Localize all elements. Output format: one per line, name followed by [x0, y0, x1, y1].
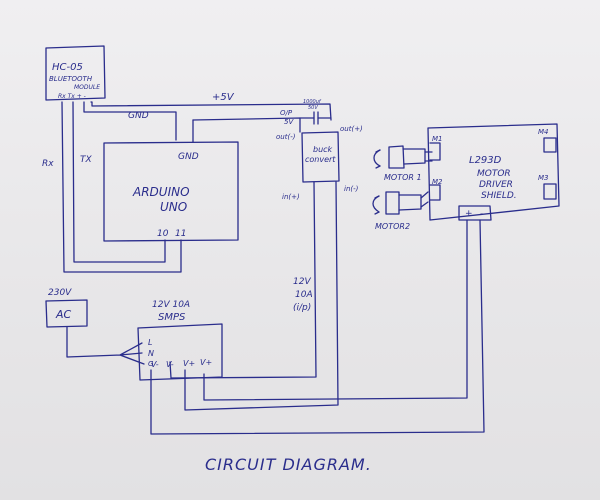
out-plus-label: out(+) [340, 125, 363, 133]
ac-source: 230V AC [45, 288, 145, 365]
hc05-label: HC-05 [52, 62, 83, 73]
convert-label: convert [305, 155, 336, 164]
bt-wires: Rx TX GND +5V [42, 92, 332, 273]
rx-label: Rx [42, 159, 54, 169]
a10-label: 10A [295, 290, 313, 300]
smps-rating-label: 12V 10A [152, 300, 190, 310]
m2-label: M2 [432, 178, 443, 186]
smps-l-label: L [148, 338, 152, 347]
smps-vplus2-label: V+ [200, 358, 212, 367]
power-wires: 12V 10A (i/p) [150, 181, 485, 435]
m4-label: M4 [538, 128, 549, 136]
smps-vplus1-label: V+ [183, 359, 195, 368]
in-minus-label: in(-) [344, 185, 359, 193]
buck-label: buck [313, 145, 333, 154]
hc05-pins-label: Rx Tx + - [58, 93, 86, 100]
driver-label: DRIVER [479, 180, 513, 190]
cap-label-2: 50V [308, 105, 318, 111]
arduino-gnd-label: GND [178, 152, 199, 162]
arduino-uno: ARDUINO UNO GND 10 11 [103, 141, 239, 242]
hc05-module: HC-05 BLUETOOTH MODULE Rx Tx + - [45, 45, 106, 101]
capacitor: 1000uf 50V [299, 99, 332, 125]
op-label: O/P [280, 109, 293, 117]
tx-label: TX [80, 155, 92, 165]
cap-label: 1000uf [303, 99, 322, 105]
out-minus-label: out(-) [276, 133, 296, 141]
in-plus-label: in(+) [282, 193, 300, 201]
motor-word-label: MOTOR [477, 169, 511, 179]
shield-plus-label: + [465, 209, 473, 219]
hc05-sub-label: BLUETOOTH [49, 75, 93, 83]
diagram-title: CIRCUIT DIAGRAM. [205, 455, 372, 474]
gnd-wire-label: GND [128, 111, 149, 121]
hc05-module-label: MODULE [74, 84, 100, 91]
smps-g-label: G [148, 360, 154, 368]
motor1-label: MOTOR 1 [384, 173, 422, 182]
ac-label: AC [55, 308, 72, 321]
smps: 12V 10A SMPS L N G V- V- V+ V+ [137, 300, 223, 381]
ac-volt-label: 230V [48, 288, 72, 298]
l293d-label: L293D [469, 155, 502, 166]
arduino-label: ARDUINO [132, 185, 190, 199]
smps-vminus2-label: V- [166, 360, 174, 369]
m3-label: M3 [538, 174, 549, 182]
smps-label: SMPS [158, 312, 186, 323]
uno-label: UNO [160, 200, 187, 214]
pin10-label: 10 [157, 229, 169, 239]
m1-label: M1 [432, 135, 443, 143]
smps-vminus1-label: V- [151, 360, 159, 369]
motors: MOTOR 1 MOTOR2 [372, 145, 433, 231]
shield-label: SHIELD. [481, 191, 517, 201]
buck-converter: buck convert O/P 5V out(-) out(+) in(+) … [276, 109, 363, 201]
shield-minus-label: - [480, 209, 483, 219]
motor2-label: MOTOR2 [375, 222, 410, 231]
smps-n-label: N [148, 349, 154, 358]
pin11-label: 11 [175, 229, 186, 239]
l293d-shield: M1 M2 M4 M3 L293D MOTOR DRIVER SHIELD. +… [427, 123, 560, 221]
v12-label: 12V [293, 277, 311, 287]
op-5v-label: 5V [284, 118, 294, 126]
ip-label: (i/p) [293, 303, 311, 313]
plus5v-label: +5V [212, 92, 235, 103]
